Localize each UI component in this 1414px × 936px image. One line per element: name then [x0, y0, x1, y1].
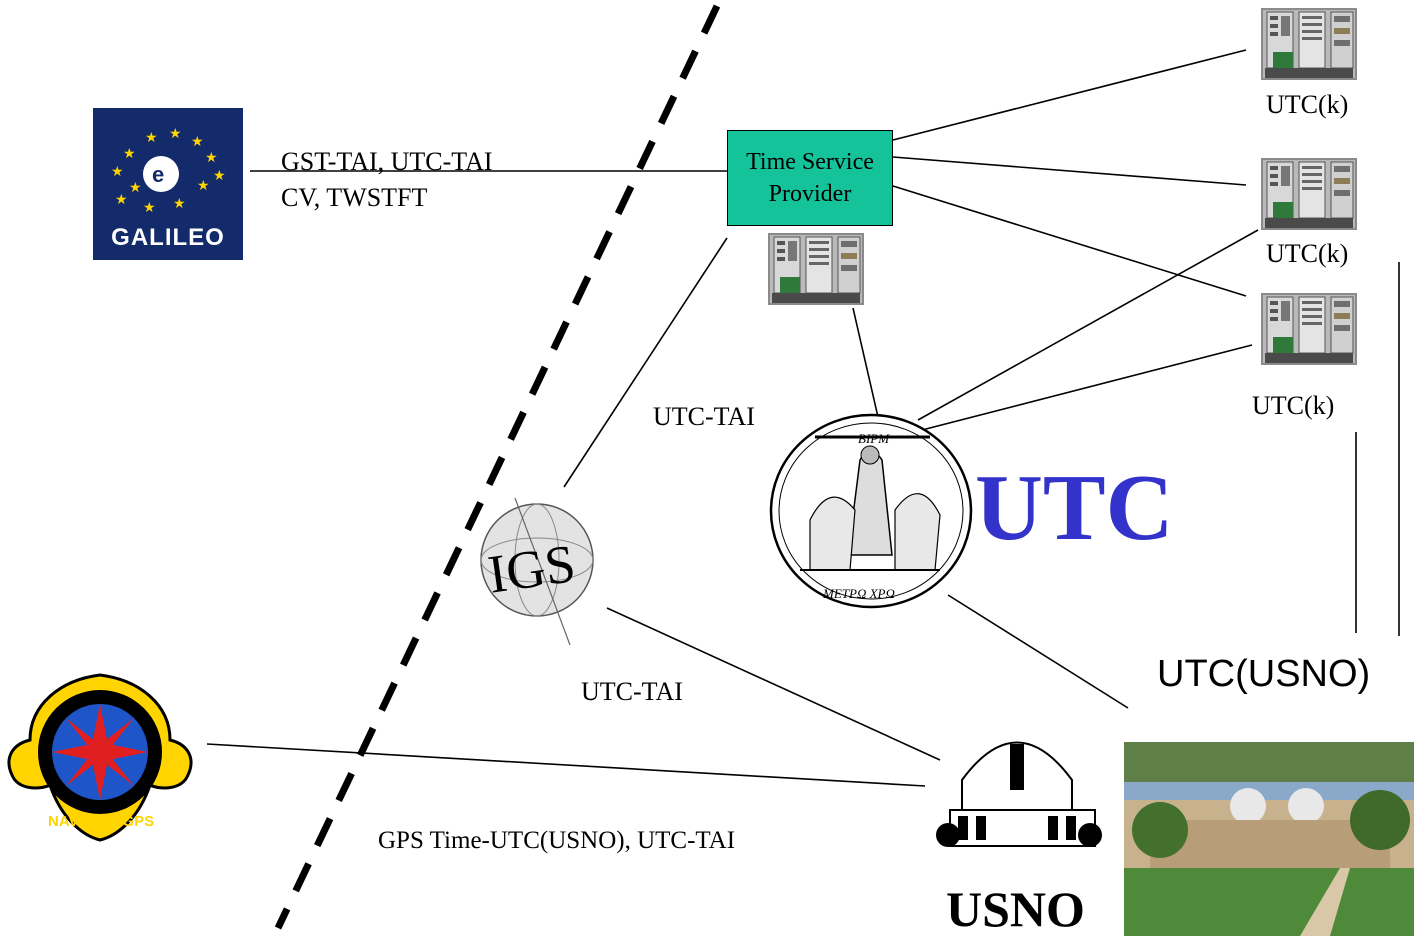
lab-label-1: UTC(k)	[1266, 90, 1349, 119]
lab-label-3: UTC(k)	[1252, 391, 1335, 420]
line-tsp-lab1	[892, 49, 1247, 141]
line-gps-usno	[206, 743, 926, 787]
usno-photo-icon	[1124, 742, 1414, 936]
galileo-logo-text: GALILEO	[111, 224, 225, 251]
galileo-logo: e ★★★ ★★★ ★★★ ★★★ GALILEO	[93, 108, 243, 260]
svg-text:★: ★	[191, 134, 204, 150]
bipm-seal-bottom-text: METPΩ XPΩ	[822, 586, 895, 601]
tsp-igs-link-label: UTC-TAI	[653, 402, 755, 431]
lab-rack-icon-1	[1260, 7, 1358, 81]
utc-title: UTC	[975, 456, 1174, 560]
galileo-methods-label: CV, TWSTFT	[281, 183, 428, 212]
line-bipm-lab3	[921, 344, 1253, 431]
line-tsp-lab2	[892, 156, 1247, 186]
svg-text:★: ★	[111, 164, 124, 180]
usno-logo-text: USNO	[946, 881, 1085, 936]
svg-text:★: ★	[213, 168, 226, 184]
galileo-link-label: GST-TAI, UTC-TAI	[281, 147, 493, 176]
bipm-seal-top-text: BIPM	[858, 431, 890, 446]
galileo-stars-icon: e ★★★ ★★★ ★★★ ★★★	[111, 126, 226, 216]
line-igs-usno	[606, 607, 941, 761]
line-tsp-igs	[563, 237, 728, 488]
gps-usno-link-label: GPS Time-UTC(USNO), UTC-TAI	[378, 827, 736, 854]
svg-text:★: ★	[205, 150, 218, 166]
svg-text:★: ★	[169, 126, 182, 142]
svg-text:★: ★	[173, 196, 186, 212]
line-bipm-usno	[947, 594, 1129, 709]
lab-rack-icon-3	[1260, 292, 1358, 366]
separator-dashed-line	[274, 4, 721, 930]
line-tsprack-bipm	[852, 307, 879, 418]
lab-rack-icon-2	[1260, 157, 1358, 231]
lab-label-2: UTC(k)	[1266, 239, 1349, 268]
svg-text:★: ★	[129, 180, 142, 196]
svg-text:★: ★	[197, 178, 210, 194]
svg-text:e: e	[152, 162, 164, 187]
line-tsp-lab3	[892, 185, 1247, 297]
svg-text:★: ★	[115, 192, 128, 208]
time-service-provider-box: Time Service Provider	[727, 130, 893, 226]
tsp-rack-icon	[767, 232, 865, 306]
usno-building-icon: USNO	[936, 741, 1102, 936]
gps-patch-icon: NAVSTAR GPS	[7, 673, 193, 842]
gps-patch-text: NAVSTAR GPS	[48, 813, 154, 830]
connection-lines	[206, 49, 1400, 787]
tsp-label-line2: Provider	[768, 181, 852, 207]
tsp-label-line1: Time Service	[746, 149, 874, 175]
igs-usno-link-label: UTC-TAI	[581, 677, 683, 706]
igs-globe-icon: IGS	[480, 497, 594, 646]
svg-text:★: ★	[145, 130, 158, 146]
igs-globe-text: IGS	[484, 533, 579, 605]
svg-text:★: ★	[143, 200, 156, 216]
usno-timescale-label: UTC(USNO)	[1157, 653, 1371, 695]
svg-text:★: ★	[123, 146, 136, 162]
line-bipm-lab2	[917, 229, 1259, 421]
bipm-seal-icon: BIPM METPΩ XPΩ	[769, 413, 973, 609]
